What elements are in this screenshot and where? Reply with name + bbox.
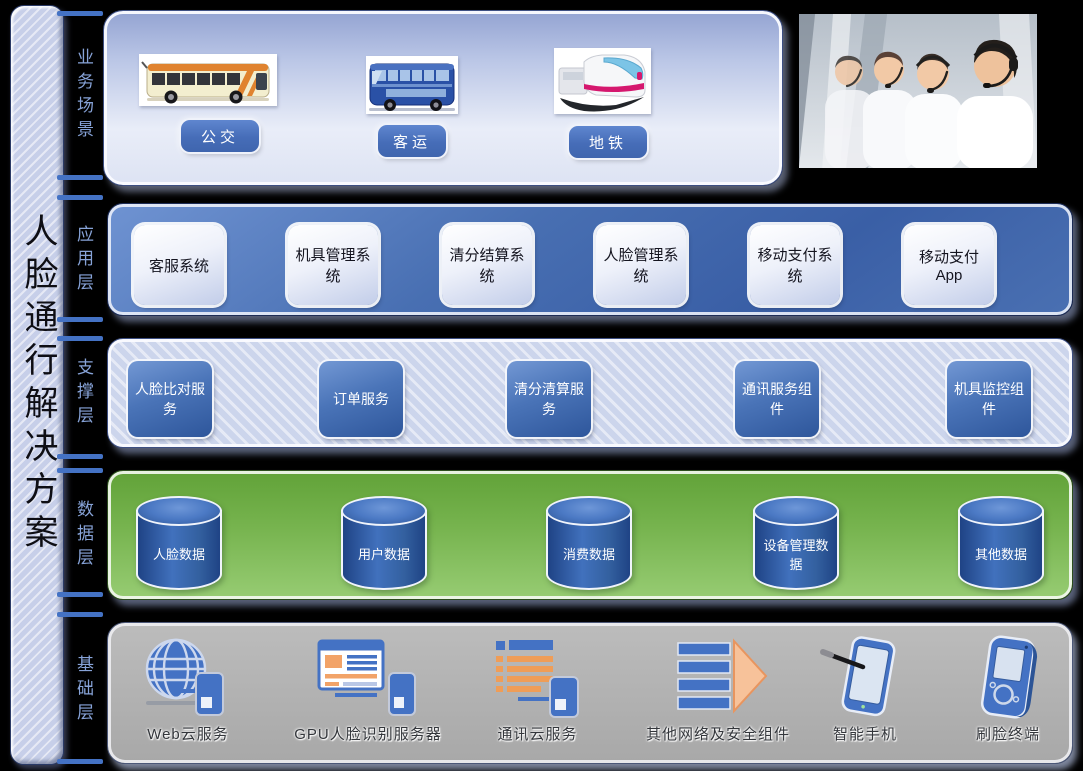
infra-item-gpu-face-server[interactable]: GPU人脸识别服务器: [288, 635, 448, 744]
database-cylinder-device-management-data[interactable]: 设备管理数据: [753, 496, 839, 592]
app-box-clearing-settlement[interactable]: 清分结算系统: [442, 225, 532, 305]
support-box-label: 订单服务: [333, 391, 389, 407]
app-box-face-management[interactable]: 人脸管理系统: [596, 225, 686, 305]
infra-label: 通讯云服务: [497, 726, 578, 743]
infra-item-network-security[interactable]: 其他网络及安全组件: [633, 635, 803, 744]
layer-bracket-line: [57, 592, 103, 597]
support-box-label: 机具监控组件: [954, 381, 1024, 417]
infra-label: 其他网络及安全组件: [645, 726, 790, 743]
layer-bracket-line: [57, 175, 103, 180]
cylinder-label: 人脸数据: [152, 547, 205, 563]
database-cylinder-face-data[interactable]: 人脸数据: [136, 496, 222, 592]
layer-bracket-line: [57, 759, 103, 764]
solution-title-bar: 人脸通行解决方案: [10, 5, 64, 765]
app-box-device-management[interactable]: 机具管理系统: [288, 225, 378, 305]
metro-button[interactable]: 地铁: [569, 126, 647, 158]
handheld-terminal-icon: [980, 635, 1038, 719]
infra-label: Web云服务: [147, 726, 229, 743]
layer-bracket-line: [57, 454, 103, 459]
message-list-server-icon: [495, 640, 579, 718]
app-box-label: 移动支付系统: [757, 247, 833, 285]
globe-server-icon: [145, 638, 224, 716]
support-layer-panel: 人脸比对服务 订单服务 清分清算服务 通讯服务组件 机具监控组件: [107, 338, 1073, 448]
layer-label-data: 数据层: [74, 500, 93, 572]
layer-bracket-line: [57, 11, 103, 16]
cylinder-label: 设备管理数据: [763, 537, 829, 573]
layer-label-business: 业务场景: [74, 48, 93, 144]
network-arrow-icon: [677, 638, 768, 714]
infra-item-face-terminal[interactable]: 刷脸终端: [953, 635, 1063, 744]
support-box-comm-component[interactable]: 通讯服务组件: [735, 361, 819, 437]
bus-illustration: [141, 61, 270, 104]
infra-item-comm-cloud[interactable]: 通讯云服务: [470, 635, 605, 744]
metro-image: [554, 48, 651, 114]
infrastructure-layer-panel: Web云服务 GPU人脸识别服务器: [107, 622, 1073, 764]
call-center-photo-illustration: [799, 14, 1037, 168]
support-box-face-compare[interactable]: 人脸比对服务: [128, 361, 212, 437]
infra-label: GPU人脸识别服务器: [294, 726, 442, 743]
layer-label-application: 应用层: [74, 225, 93, 297]
layer-bracket-line: [57, 317, 103, 322]
bus-button[interactable]: 公交: [181, 120, 259, 152]
app-box-mobile-payment-app[interactable]: 移动支付App: [904, 225, 994, 305]
infra-item-smartphone[interactable]: 智能手机: [810, 635, 920, 744]
database-cylinder-user-data[interactable]: 用户数据: [341, 496, 427, 592]
cylinder-lid: [136, 496, 222, 526]
app-box-label: 人脸管理系统: [603, 247, 679, 285]
support-box-label: 通讯服务组件: [742, 381, 812, 417]
layer-label-support: 支撑层: [74, 358, 93, 430]
solution-title: 人脸通行解决方案: [19, 213, 56, 557]
app-box-mobile-payment-system[interactable]: 移动支付系统: [750, 225, 840, 305]
support-box-label: 人脸比对服务: [135, 381, 205, 417]
cylinder-lid: [753, 496, 839, 526]
coach-button[interactable]: 客运: [378, 125, 446, 157]
bus-button-label: 公交: [200, 128, 239, 146]
layer-bracket-line: [57, 195, 103, 200]
smartphone-icon: [820, 636, 896, 717]
infra-label: 智能手机: [832, 726, 897, 743]
infra-item-web-cloud[interactable]: Web云服务: [123, 635, 253, 744]
app-box-label: 清分结算系统: [449, 247, 525, 285]
coach-image: [366, 56, 458, 114]
business-scenarios-panel: 公交 客运 地铁: [103, 10, 783, 186]
layer-label-infrastructure: 基础层: [74, 655, 93, 727]
cylinder-label: 用户数据: [357, 547, 410, 563]
application-layer-panel: 客服系统 机具管理系统 清分结算系统 人脸管理系统 移动支付系统 移动支付App: [107, 203, 1073, 316]
database-cylinder-other-data[interactable]: 其他数据: [958, 496, 1044, 592]
database-cylinder-consumption-data[interactable]: 消费数据: [546, 496, 632, 592]
data-layer-panel: 人脸数据 用户数据 消费数据 设备管理数据 其他数据: [107, 470, 1073, 600]
layer-bracket-line: [57, 336, 103, 341]
layer-bracket-line: [57, 612, 103, 617]
infra-label: 刷脸终端: [975, 726, 1040, 743]
metro-button-label: 地铁: [588, 134, 627, 152]
cylinder-lid: [341, 496, 427, 526]
app-box-customer-service[interactable]: 客服系统: [134, 225, 224, 305]
support-box-order-service[interactable]: 订单服务: [319, 361, 403, 437]
app-box-label: 机具管理系统: [295, 247, 371, 285]
coach-button-label: 客运: [392, 133, 431, 151]
app-box-label: 客服系统: [148, 257, 209, 275]
cylinder-label: 消费数据: [562, 547, 615, 563]
gpu-server-icon: [317, 639, 416, 716]
support-box-clearing-service[interactable]: 清分清算服务: [507, 361, 591, 437]
support-box-device-monitor[interactable]: 机具监控组件: [947, 361, 1031, 437]
cylinder-lid: [546, 496, 632, 526]
app-box-label: 移动支付App: [918, 249, 979, 284]
cylinder-lid: [958, 496, 1044, 526]
cylinder-label: 其他数据: [974, 547, 1027, 563]
support-box-label: 清分清算服务: [514, 381, 584, 417]
layer-bracket-line: [57, 468, 103, 473]
call-center-photo: [799, 14, 1037, 168]
metro-illustration: [558, 54, 646, 112]
bus-image: [139, 54, 277, 106]
coach-illustration: [369, 63, 455, 111]
